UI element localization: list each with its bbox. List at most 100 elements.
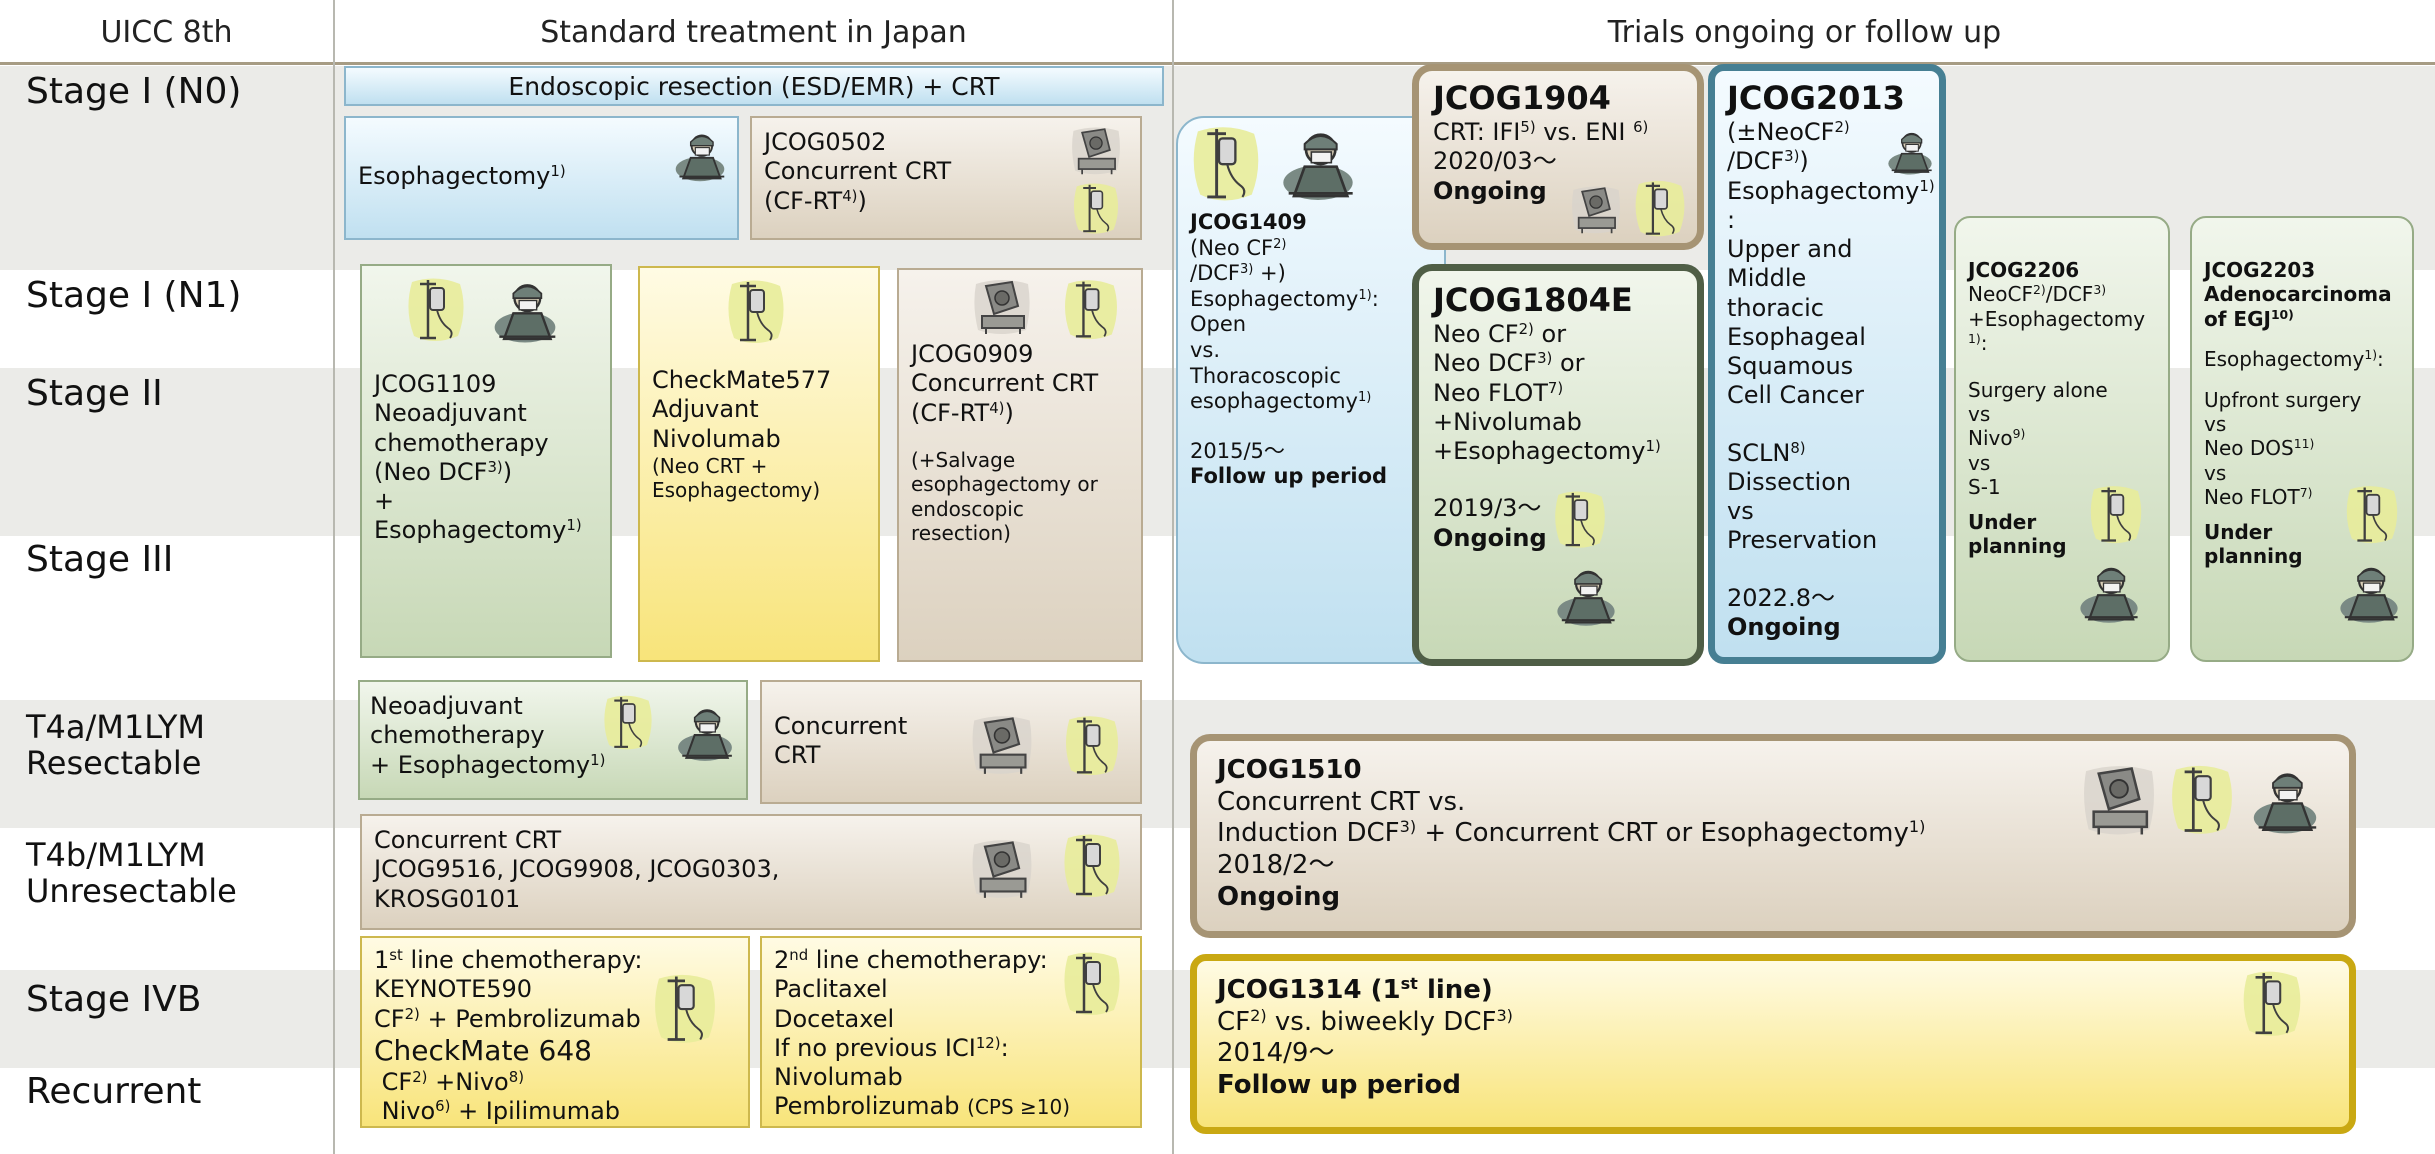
jcog2013-line4: Esophagectomy1) bbox=[1727, 176, 1935, 205]
jcog2013-line14: vs bbox=[1727, 497, 1754, 526]
iv-drip-icon bbox=[2169, 761, 2235, 837]
neoadjuvant-line3: + Esophagectomy1) bbox=[370, 750, 606, 779]
jcog2203-line7: Neo DOS11) bbox=[2204, 436, 2315, 461]
jcog1409-box: JCOG1409 (Neo CF2) /DCF3) +) Esophagecto… bbox=[1176, 116, 1446, 664]
jcog2203-status-line2: planning bbox=[2204, 543, 2303, 568]
jcog1109-box: JCOG1109 Neoadjuvant chemotherapy (Neo D… bbox=[360, 264, 612, 658]
jcog2203-title: JCOG2203 bbox=[2204, 258, 2316, 282]
header-standard-treatment: Standard treatment in Japan bbox=[540, 14, 967, 50]
jcog0909-line6: endoscopic resection) bbox=[911, 496, 1024, 545]
jcog2206-line6: vs bbox=[1968, 401, 1991, 426]
jcog2013-line6: Upper and bbox=[1727, 235, 1853, 264]
jcog1109-line3: chemotherapy bbox=[374, 428, 549, 457]
surgeon-icon bbox=[2249, 765, 2321, 837]
iv-drip-icon bbox=[726, 276, 786, 346]
jcog2203-line5: Upfront surgery bbox=[2204, 387, 2362, 412]
header-trials: Trials ongoing or follow up bbox=[1607, 14, 2002, 50]
jcog0909-line5: esophagectomy or bbox=[911, 472, 1098, 497]
jcog2206-title: JCOG2206 bbox=[1968, 258, 2080, 282]
jcog1314-status: Follow up period bbox=[1217, 1070, 1461, 1101]
recurrent-label: Recurrent bbox=[26, 1071, 202, 1112]
jcog1904-title: JCOG1904 bbox=[1433, 79, 1611, 117]
jcog2206-line4: 1): bbox=[1968, 331, 1988, 356]
stage-t4b-line2: Unresectable bbox=[26, 871, 237, 910]
unresectable-line2: JCOG9516, JCOG9908, JCOG0303, bbox=[374, 855, 780, 884]
jcog2206-line7: Nivo9) bbox=[1968, 426, 2026, 451]
header-uicc: UICC 8th bbox=[100, 14, 233, 50]
unresectable-crt-box: Concurrent CRT JCOG9516, JCOG9908, JCOG0… bbox=[360, 814, 1142, 930]
jcog1409-line3: /DCF3) +) bbox=[1190, 261, 1286, 286]
jcog1804e-line5: +Nivolumab bbox=[1433, 407, 1582, 436]
radiotherapy-machine-icon bbox=[966, 836, 1038, 900]
jcog1510-line3: Induction DCF3) + Concurrent CRT or Esop… bbox=[1217, 817, 1926, 849]
iv-drip-icon bbox=[1633, 177, 1687, 239]
stage-3-label: Stage III bbox=[26, 539, 174, 580]
jcog1109-line4: (Neo DCF3)) bbox=[374, 457, 513, 486]
jcog1804e-line6: +Esophagectomy1) bbox=[1433, 436, 1661, 466]
jcog1409-line8: esophagectomy1) bbox=[1190, 389, 1372, 414]
jcog1409-status: Follow up period bbox=[1190, 464, 1388, 489]
esophagectomy-ref: 1) bbox=[550, 161, 566, 180]
jcog2203-line2: Adenocarcinoma bbox=[2204, 282, 2392, 307]
neoadjuvant-box: Neoadjuvant chemotherapy + Esophagectomy… bbox=[358, 680, 748, 800]
jcog1314-title: JCOG1314 (1st line) bbox=[1217, 974, 1493, 1005]
jcog0502-line2: Concurrent CRT bbox=[764, 157, 952, 186]
jcog2203-box: JCOG2203 Adenocarcinoma of EGJ10) Esopha… bbox=[2190, 216, 2414, 662]
surgeon-icon bbox=[490, 276, 560, 346]
paclitaxel: Paclitaxel bbox=[774, 975, 888, 1004]
jcog1409-line4: Esophagectomy1): bbox=[1190, 286, 1379, 311]
jcog1510-line2: Concurrent CRT vs. bbox=[1217, 786, 1466, 817]
surgeon-icon bbox=[674, 702, 736, 764]
jcog1409-date: 2015/5～ bbox=[1190, 438, 1285, 463]
jcog0502-line3: (CF-RT4)) bbox=[764, 186, 867, 215]
esophagectomy-box: Esophagectomy1) bbox=[344, 116, 739, 240]
first-line-title: 1st line chemotherapy: bbox=[374, 945, 643, 974]
jcog2203-line8: vs bbox=[2204, 460, 2227, 485]
surgeon-icon bbox=[672, 128, 728, 184]
jcog2013-status: Ongoing bbox=[1727, 613, 1841, 642]
jcog0909-title: JCOG0909 bbox=[911, 340, 1034, 368]
jcog1804e-box: JCOG1804E Neo CF2) or Neo DCF3) or Neo F… bbox=[1412, 264, 1704, 666]
first-line-cf-pembro: CF2) + Pembrolizumab bbox=[374, 1004, 641, 1033]
first-line-nivo-ipi: Nivo6) + Ipilimumab bbox=[381, 1097, 621, 1126]
jcog2206-line3: +Esophagectomy bbox=[1968, 306, 2146, 331]
jcog1804e-title: JCOG1804E bbox=[1433, 281, 1633, 319]
jcog2013-line10: Squamous bbox=[1727, 352, 1854, 381]
jcog1804e-line4: Neo FLOT7) bbox=[1433, 378, 1564, 407]
radiotherapy-machine-icon bbox=[2077, 761, 2161, 837]
iv-drip-icon bbox=[602, 692, 654, 752]
jcog2206-status-line2: planning bbox=[1968, 533, 2067, 558]
second-line-ici: If no previous ICI12): bbox=[774, 1033, 1009, 1062]
checkmate577-line3: Nivolumab bbox=[652, 424, 781, 453]
radiotherapy-machine-icon bbox=[1068, 124, 1124, 176]
jcog2013-line3: /DCF3)) bbox=[1727, 147, 1809, 176]
iv-drip-icon bbox=[1062, 830, 1122, 900]
iv-drip-icon bbox=[1062, 948, 1122, 1018]
jcog1804e-status: Ongoing bbox=[1433, 523, 1547, 552]
jcog0502-box: JCOG0502 Concurrent CRT (CF-RT4)) bbox=[750, 116, 1142, 240]
first-line-chemo-box: 1st line chemotherapy: KEYNOTE590 CF2) +… bbox=[360, 936, 750, 1128]
jcog2013-title: JCOG2013 bbox=[1727, 79, 1905, 117]
jcog2206-line8: vs bbox=[1968, 450, 1991, 475]
jcog1409-title: JCOG1409 bbox=[1190, 210, 1307, 234]
jcog1804e-line3: Neo DCF3) or bbox=[1433, 349, 1585, 378]
jcog0502-title: JCOG0502 bbox=[764, 128, 887, 156]
jcog1314-date: 2014/9～ bbox=[1217, 1038, 1335, 1069]
jcog1904-line2: CRT: IFI5) vs. ENI 6) bbox=[1433, 117, 1649, 147]
iv-drip-icon bbox=[406, 274, 466, 344]
surgeon-icon bbox=[2336, 560, 2402, 626]
iv-drip-icon bbox=[1553, 487, 1607, 551]
concurrent-crt-box: Concurrent CRT bbox=[760, 680, 1142, 804]
jcog2013-line2: (±NeoCF2) bbox=[1727, 117, 1850, 147]
jcog2206-line2: NeoCF2)/DCF3) bbox=[1968, 282, 2107, 307]
jcog2203-line4: Esophagectomy1): bbox=[2204, 347, 2384, 372]
first-line-cf-nivo: CF2) +Nivo8) bbox=[381, 1067, 525, 1096]
jcog1510-date: 2018/2～ bbox=[1217, 850, 1335, 881]
stage-1-n0-label: Stage I (N0) bbox=[26, 71, 242, 112]
unresectable-line1: Concurrent CRT bbox=[374, 826, 562, 854]
nivolumab: Nivolumab bbox=[774, 1063, 903, 1092]
stage-2-label: Stage II bbox=[26, 373, 163, 414]
esophagectomy-text: Esophagectomy bbox=[358, 162, 551, 190]
jcog2013-line7: Middle bbox=[1727, 264, 1807, 293]
checkmate577-line5: Esophagectomy) bbox=[652, 478, 821, 503]
